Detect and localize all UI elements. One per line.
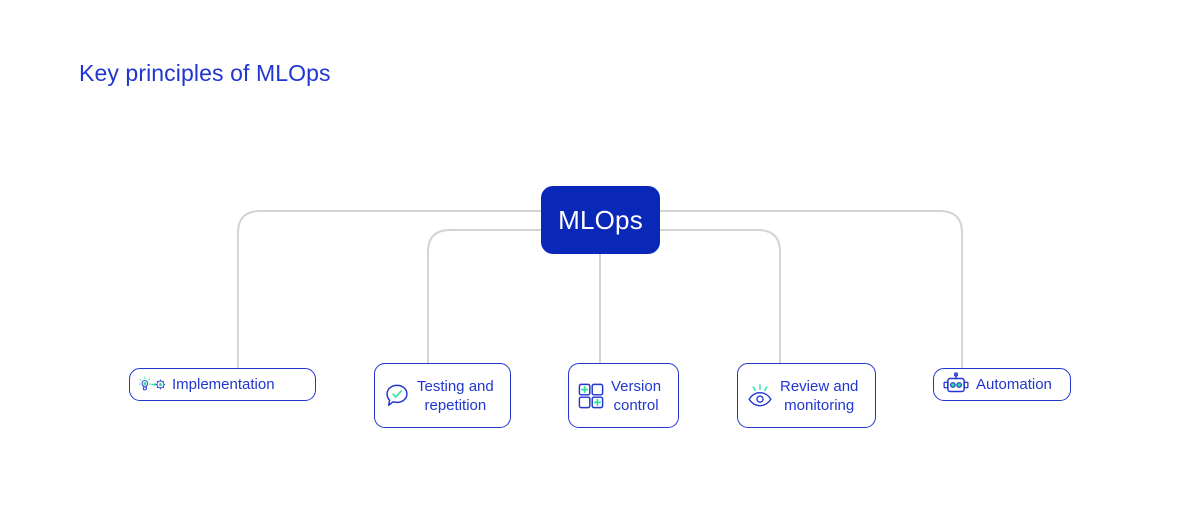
leaf-node-review-and-monitoring[interactable]: Review and monitoring: [737, 363, 876, 428]
connector-implementation: [237, 210, 541, 368]
connector-testing: [427, 229, 541, 363]
page-title: Key principles of MLOps: [79, 60, 331, 86]
leaf-node-label: Testing and repetition: [417, 377, 494, 414]
root-node-mlops[interactable]: MLOps: [541, 186, 660, 254]
leaf-node-label: Version control: [611, 377, 662, 414]
leaf-node-testing-and-repetition[interactable]: Testing and repetition: [374, 363, 511, 428]
connector-automation: [660, 210, 963, 368]
speech-bubble-check-icon: [384, 382, 410, 410]
connector-review: [660, 229, 781, 363]
leaf-node-implementation[interactable]: Implementation: [129, 368, 316, 401]
leaf-node-label: Review and monitoring: [780, 377, 859, 414]
leaf-node-label: Implementation: [172, 376, 275, 393]
lightbulb-to-gear-icon: [139, 371, 165, 399]
root-node-label: MLOps: [558, 204, 643, 235]
leaf-node-version-control[interactable]: Version control: [568, 363, 679, 428]
grid-plus-icon: [578, 382, 604, 410]
eye-rays-icon: [747, 382, 773, 410]
leaf-node-automation[interactable]: Automation: [933, 368, 1071, 401]
robot-head-icon: [943, 371, 969, 399]
leaf-node-label: Automation: [976, 376, 1052, 393]
